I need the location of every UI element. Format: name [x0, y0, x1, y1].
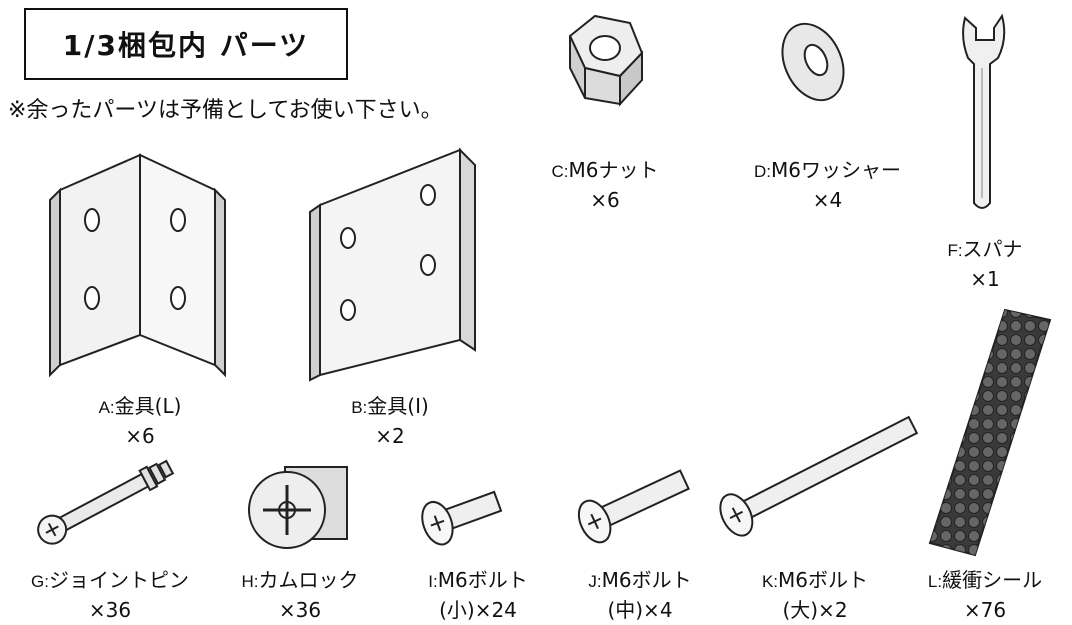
part-k-label: K:M6ボルト (大)×2: [761, 568, 869, 622]
part-b-label: B:金具(I) ×2: [351, 394, 429, 448]
part-g-label: G:ジョイントピン ×36: [31, 568, 189, 622]
part-d-label: D:M6ワッシャー ×4: [754, 158, 901, 212]
part-h-label: H:カムロック ×36: [241, 568, 359, 622]
bolt-medium-icon: [577, 469, 690, 544]
part-a-label: A:金具(L) ×6: [98, 394, 182, 448]
part-j-label: J:M6ボルト (中)×4: [588, 568, 692, 622]
l-bracket-icon: [49, 153, 226, 378]
cushion-seal-sheet-icon: [928, 308, 1052, 557]
cam-lock-icon: [248, 466, 348, 549]
page-title: 1/3梱包内 パーツ: [24, 8, 348, 80]
part-f-label: F:スパナ ×1: [947, 237, 1023, 291]
washer-icon: [781, 22, 845, 102]
wrench-icon: [962, 13, 1006, 209]
bolt-small-icon: [421, 490, 503, 546]
part-c-label: C:M6ナット ×6: [551, 158, 659, 212]
spare-parts-note: ※余ったパーツは予備としてお使い下さい。: [8, 98, 443, 123]
joint-pin-icon: [37, 459, 175, 545]
hex-nut-icon: [568, 14, 644, 107]
i-bracket-icon: [309, 147, 476, 382]
bolt-large-icon: [719, 415, 919, 537]
part-i-label: I:M6ボルト (小)×24: [428, 568, 528, 622]
part-l-label: L:緩衝シール ×76: [927, 568, 1043, 622]
